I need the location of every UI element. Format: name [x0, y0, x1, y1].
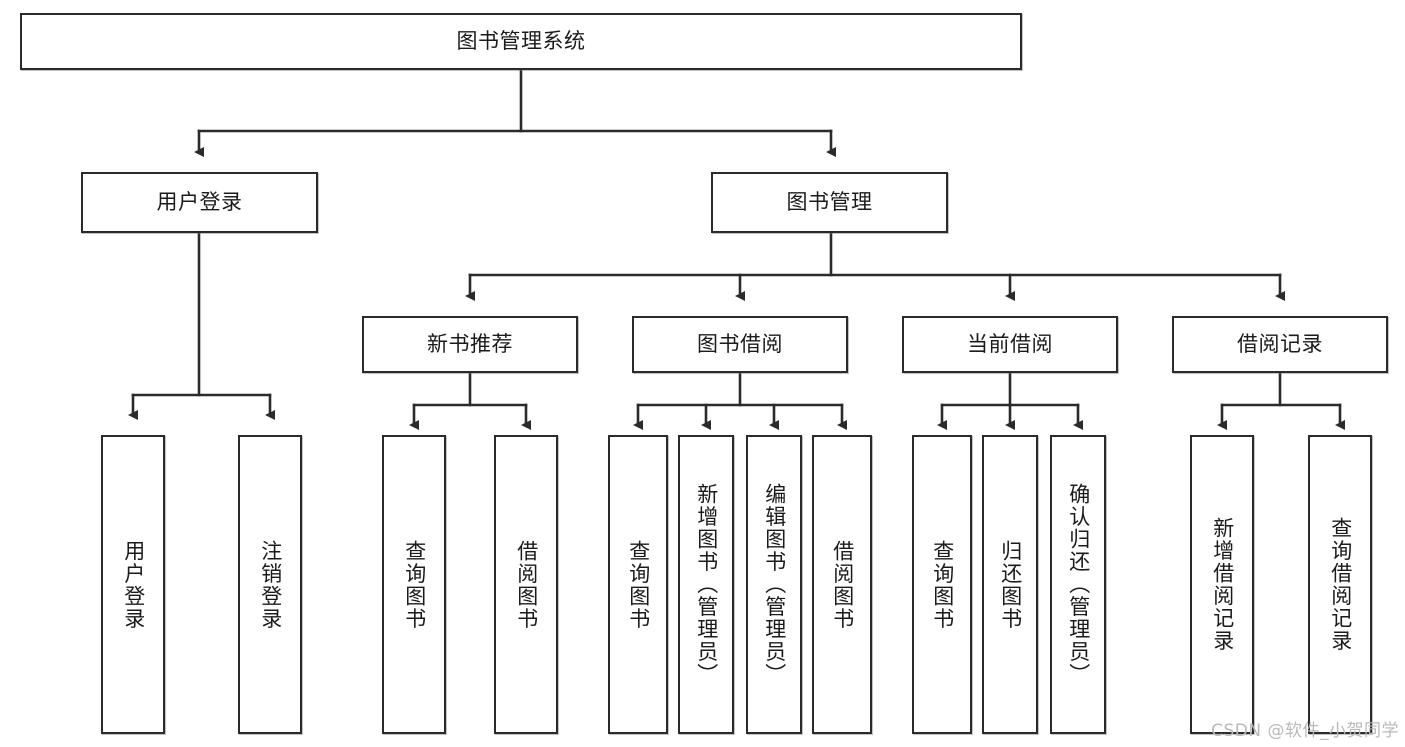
node-book-borrow[interactable]: 图书借阅: [632, 316, 848, 373]
node-leaf-logout-login[interactable]: 注销登录: [238, 435, 302, 734]
node-label: 查询图书: [930, 539, 955, 630]
node-label: 用户登录: [156, 190, 243, 215]
node-label: 借阅图书: [830, 539, 855, 630]
node-root-system[interactable]: 图书管理系统: [20, 13, 1022, 70]
node-label: 新增图书（管理员）: [694, 483, 719, 686]
node-label: 图书管理: [786, 190, 873, 215]
node-leaf-query-book-current[interactable]: 查询图书: [912, 435, 972, 734]
node-leaf-query-book-borrow[interactable]: 查询图书: [608, 435, 668, 734]
node-leaf-user-login[interactable]: 用户登录: [101, 435, 165, 734]
node-label: 归还图书: [998, 539, 1023, 630]
node-label: 用户登录: [121, 539, 146, 630]
node-leaf-edit-book[interactable]: 编辑图书（管理员）: [746, 435, 802, 734]
node-borrow-record[interactable]: 借阅记录: [1172, 316, 1388, 373]
node-user-login[interactable]: 用户登录: [81, 172, 318, 233]
node-leaf-confirm-return[interactable]: 确认归还（管理员）: [1050, 435, 1106, 734]
node-label: 当前借阅: [967, 332, 1053, 357]
node-leaf-query-borrow-record[interactable]: 查询借阅记录: [1308, 435, 1372, 734]
node-label: 查询图书: [402, 539, 427, 630]
node-label: 新书推荐: [427, 332, 513, 357]
node-label: 注销登录: [258, 539, 283, 630]
node-label: 新增借阅记录: [1210, 517, 1235, 652]
node-label: 确认归还（管理员）: [1066, 483, 1091, 686]
node-label: 借阅记录: [1237, 332, 1323, 357]
node-leaf-add-borrow-record[interactable]: 新增借阅记录: [1190, 435, 1254, 734]
node-leaf-borrow-book[interactable]: 借阅图书: [812, 435, 872, 734]
node-current-borrow[interactable]: 当前借阅: [902, 316, 1118, 373]
node-label: 图书管理系统: [456, 29, 586, 54]
node-label: 借阅图书: [514, 539, 539, 630]
node-label: 图书借阅: [697, 332, 783, 357]
node-book-manage[interactable]: 图书管理: [711, 172, 948, 233]
node-label: 查询借阅记录: [1328, 517, 1353, 652]
node-leaf-query-book-recommend[interactable]: 查询图书: [382, 435, 446, 734]
node-label: 查询图书: [626, 539, 651, 630]
node-leaf-add-book[interactable]: 新增图书（管理员）: [678, 435, 734, 734]
node-leaf-return-book[interactable]: 归还图书: [982, 435, 1038, 734]
node-leaf-borrow-book-recommend[interactable]: 借阅图书: [494, 435, 558, 734]
node-new-book-recommend[interactable]: 新书推荐: [362, 316, 578, 373]
node-label: 编辑图书（管理员）: [762, 483, 787, 686]
csdn-watermark: CSDN @软件_小贺同学: [1211, 721, 1399, 741]
